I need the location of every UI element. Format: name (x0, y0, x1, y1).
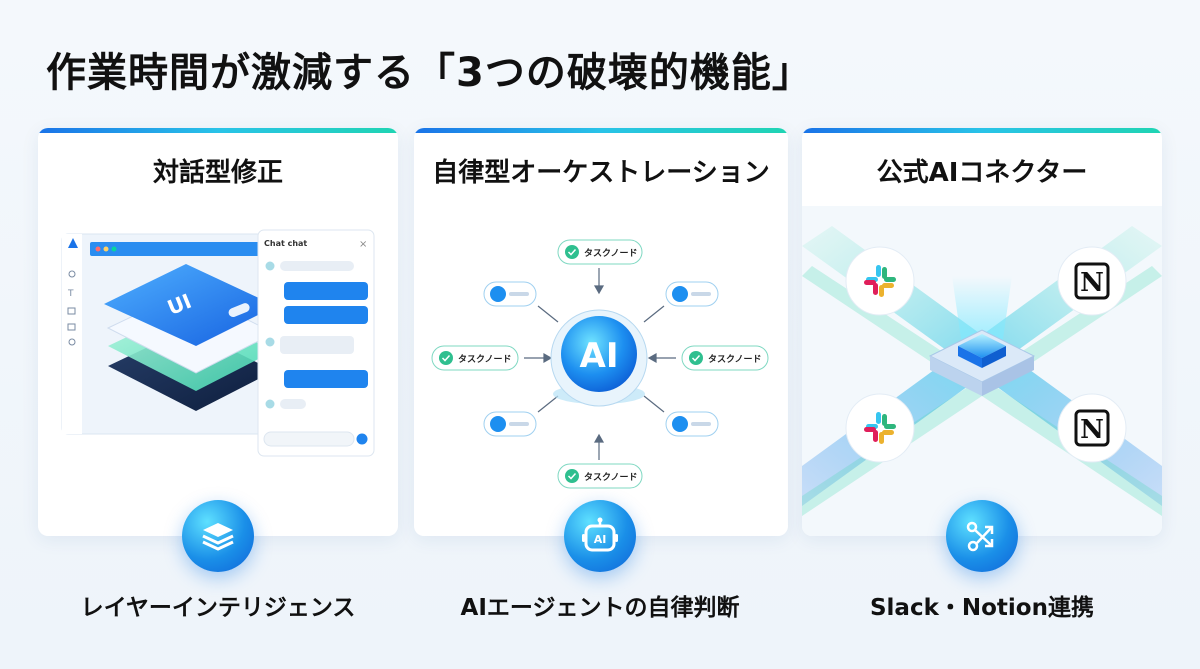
svg-text:タスクノード: タスクノード (584, 471, 637, 483)
task-node-top: タスクノード (557, 239, 643, 265)
tool-users-icon (68, 338, 76, 346)
toggle-node-tl (483, 281, 537, 307)
ai-hub-label: AI (580, 336, 619, 376)
tool-frame-icon (67, 307, 76, 315)
layers-icon (182, 500, 254, 572)
feature-label-slack-notion: Slack・Notion連携 (869, 595, 1094, 621)
card-official-ai-connector: 公式AIコネクター (802, 128, 1162, 536)
connector-illustration: N N (802, 206, 1162, 536)
feature-label-ai-agent: AIエージェントの自律判断 (460, 595, 740, 621)
feature-label-layer-intelligence: レイヤーインテリジェンス (80, 595, 356, 621)
layer-toggle (228, 303, 250, 318)
toggle-node-tr (665, 281, 719, 307)
notion-icon: N (1057, 246, 1127, 316)
layer-editor-illustration: T UI Chat chat × (61, 229, 375, 457)
chat-panel-title: Chat chat (264, 239, 307, 248)
send-icon (356, 433, 368, 445)
chat-input (263, 431, 355, 447)
tool-comment-icon (67, 323, 76, 331)
card-title: 公式AIコネクター (876, 158, 1088, 188)
card-autonomous-orchestration: 自律型オーケストレーション AI タスクノード (414, 128, 788, 536)
toggle-node-bl (483, 411, 537, 437)
app-logo-icon (68, 238, 78, 248)
card-title: 自律型オーケストレーション (432, 158, 770, 188)
layer-ui (104, 264, 276, 346)
ai-hub (561, 316, 637, 392)
svg-text:N: N (1080, 415, 1104, 445)
svg-text:タスクノード: タスクノード (708, 353, 761, 365)
card-title: 対話型修正 (152, 158, 283, 188)
tool-layers-icon (68, 270, 76, 278)
card-conversational-edit: 対話型修正 T UI (38, 128, 398, 536)
notion-icon: N (1057, 393, 1127, 463)
task-node-left: タスクノード (431, 345, 519, 371)
page-title: 作業時間が激減する「3つの破壊的機能」 (46, 50, 813, 96)
svg-text:タスクノード: タスクノード (458, 353, 511, 365)
tool-text-icon: T (67, 289, 74, 299)
connect-icon (946, 500, 1018, 572)
task-node-bottom: タスクノード (557, 463, 643, 489)
svg-text:タスクノード: タスクノード (584, 247, 637, 259)
svg-text:AI: AI (594, 533, 607, 546)
task-node-right: タスクノード (681, 345, 769, 371)
slack-icon (845, 393, 915, 463)
chat-close-icon[interactable]: × (359, 239, 367, 250)
ai-robot-icon: AI (564, 500, 636, 572)
slack-icon (845, 246, 915, 316)
toggle-node-br (665, 411, 719, 437)
svg-text:N: N (1080, 268, 1104, 298)
orchestration-illustration: AI タスクノード タスクノード タスクノード タスクノード (431, 239, 769, 489)
